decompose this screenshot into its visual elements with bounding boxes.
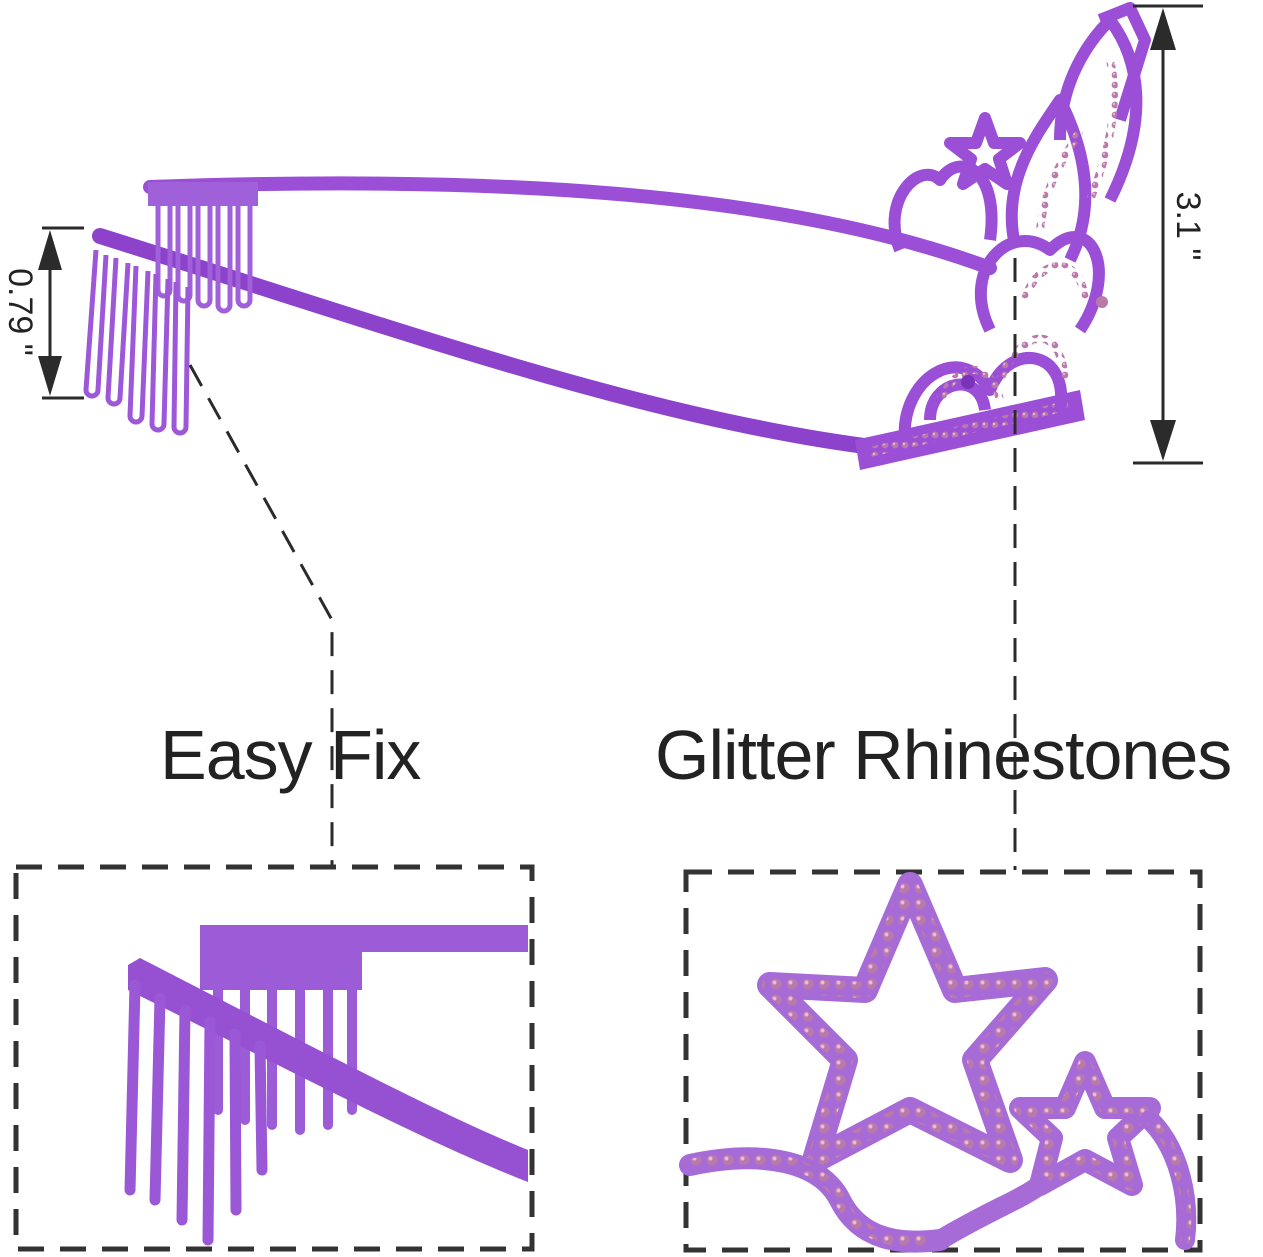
dimension-height-label: 3.1 ": [1169, 191, 1207, 261]
detail-box-stones: [683, 869, 1203, 1253]
callout-glitter-rhinestones: Glitter Rhinestones: [655, 716, 1232, 794]
detail-box-comb: [13, 864, 535, 1252]
detail-comb: [124, 925, 528, 1246]
crown-ornaments: [888, 2, 1151, 441]
dimension-comb: [38, 226, 84, 400]
tiara-main: [83, 2, 1151, 470]
headband-front: [92, 228, 888, 456]
comb-front: [83, 249, 191, 436]
crown-gem: [961, 375, 975, 389]
guide-easy-fix: [188, 364, 334, 865]
comb-back: [148, 182, 258, 314]
callout-easy-fix: Easy Fix: [160, 716, 421, 794]
headband-back: [143, 176, 997, 275]
detail-stars: [679, 872, 1197, 1253]
dimension-comb-label: 0.79 ": [1, 268, 39, 356]
dimension-height: [1133, 4, 1203, 465]
callout-guides: [188, 258, 1017, 870]
crown-rhinestones: [936, 59, 1118, 402]
